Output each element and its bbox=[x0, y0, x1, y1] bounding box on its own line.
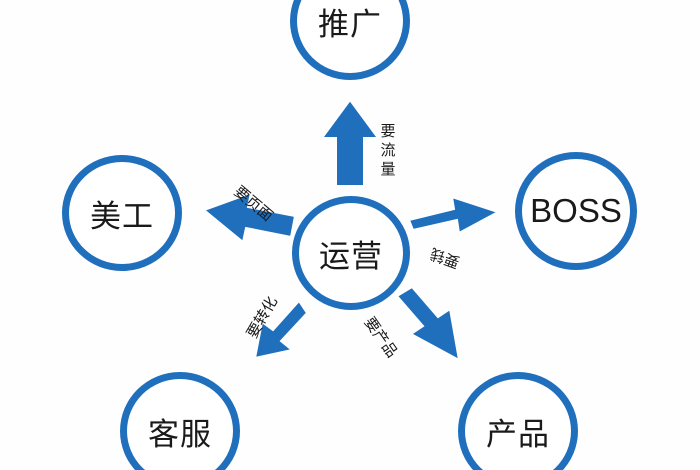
node-chanpin: 产品 bbox=[458, 372, 578, 470]
node-kefu: 客服 bbox=[120, 372, 240, 470]
node-center-yunying: 运营 bbox=[292, 196, 410, 310]
node-meigong-label: 美工 bbox=[90, 198, 154, 235]
node-meigong: 美工 bbox=[62, 155, 182, 271]
node-chanpin-label: 产品 bbox=[486, 416, 550, 453]
node-boss: BOSS bbox=[515, 152, 637, 270]
edge-label-tuiguang: 要流量 bbox=[380, 122, 396, 178]
arrow-to-chanpin bbox=[395, 285, 461, 362]
node-tuiguang-label: 推广 bbox=[318, 6, 382, 43]
node-center-label: 运营 bbox=[319, 238, 383, 275]
arrow-to-kefu bbox=[253, 299, 309, 360]
node-boss-label: BOSS bbox=[530, 192, 622, 229]
arrow-to-tuiguang bbox=[320, 98, 380, 187]
node-kefu-label: 客服 bbox=[148, 416, 212, 453]
arrow-to-meigong bbox=[202, 191, 297, 244]
arrow-to-boss bbox=[407, 195, 501, 235]
